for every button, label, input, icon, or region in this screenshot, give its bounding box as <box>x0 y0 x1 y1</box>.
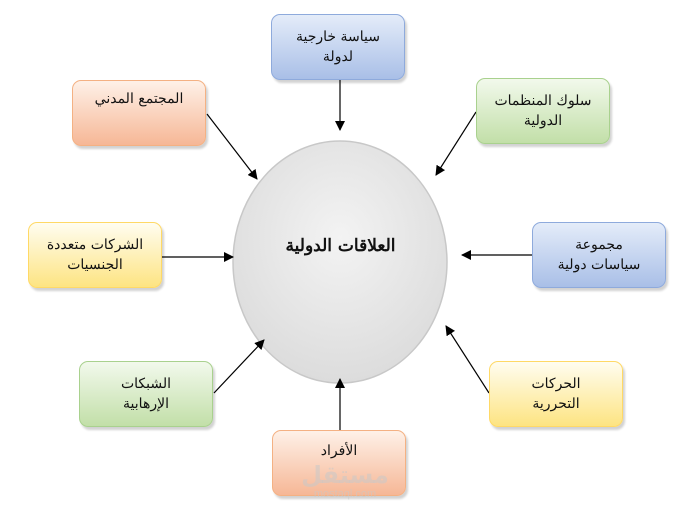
node-individuals: الأفراد <box>272 430 406 496</box>
node-text: مجموعة <box>575 237 623 253</box>
node-text: سياسة خارجية <box>296 29 380 45</box>
node-text: الجنسيات <box>67 257 123 273</box>
node-text: الشركات متعددة <box>46 237 144 253</box>
arrow-bottom-left <box>213 339 265 394</box>
node-text: الشبكات <box>120 376 172 392</box>
node-text: التحررية <box>532 396 580 412</box>
center-ellipse <box>232 140 448 384</box>
node-multinational-corporations: الشركات متعددة الجنسيات <box>28 222 162 288</box>
node-text: سياسات دولية <box>557 257 641 273</box>
node-text: الإرهابية <box>123 396 169 412</box>
node-text: سلوك المنظمات <box>494 93 592 109</box>
node-text: المجتمع المدني <box>94 91 184 107</box>
node-international-policies: مجموعة سياسات دولية <box>532 222 666 288</box>
center-label: العلاقات الدولية <box>285 236 396 256</box>
node-terrorist-networks: الشبكات الإرهابية <box>79 361 213 427</box>
node-foreign-policy: سياسة خارجية لدولة <box>271 14 405 80</box>
node-international-organizations: سلوك المنظمات الدولية <box>476 78 610 144</box>
node-liberation-movements: الحركات التحررية <box>489 361 623 427</box>
node-text: الحركات <box>531 376 581 392</box>
arrow-top-left <box>206 113 258 180</box>
arrow-top-right <box>435 111 477 176</box>
arrow-bottom-right <box>445 325 490 394</box>
node-civil-society: المجتمع المدني <box>72 80 206 146</box>
node-text: الدولية <box>523 113 563 129</box>
node-text: الأفراد <box>320 443 358 459</box>
node-text: لدولة <box>322 49 354 65</box>
